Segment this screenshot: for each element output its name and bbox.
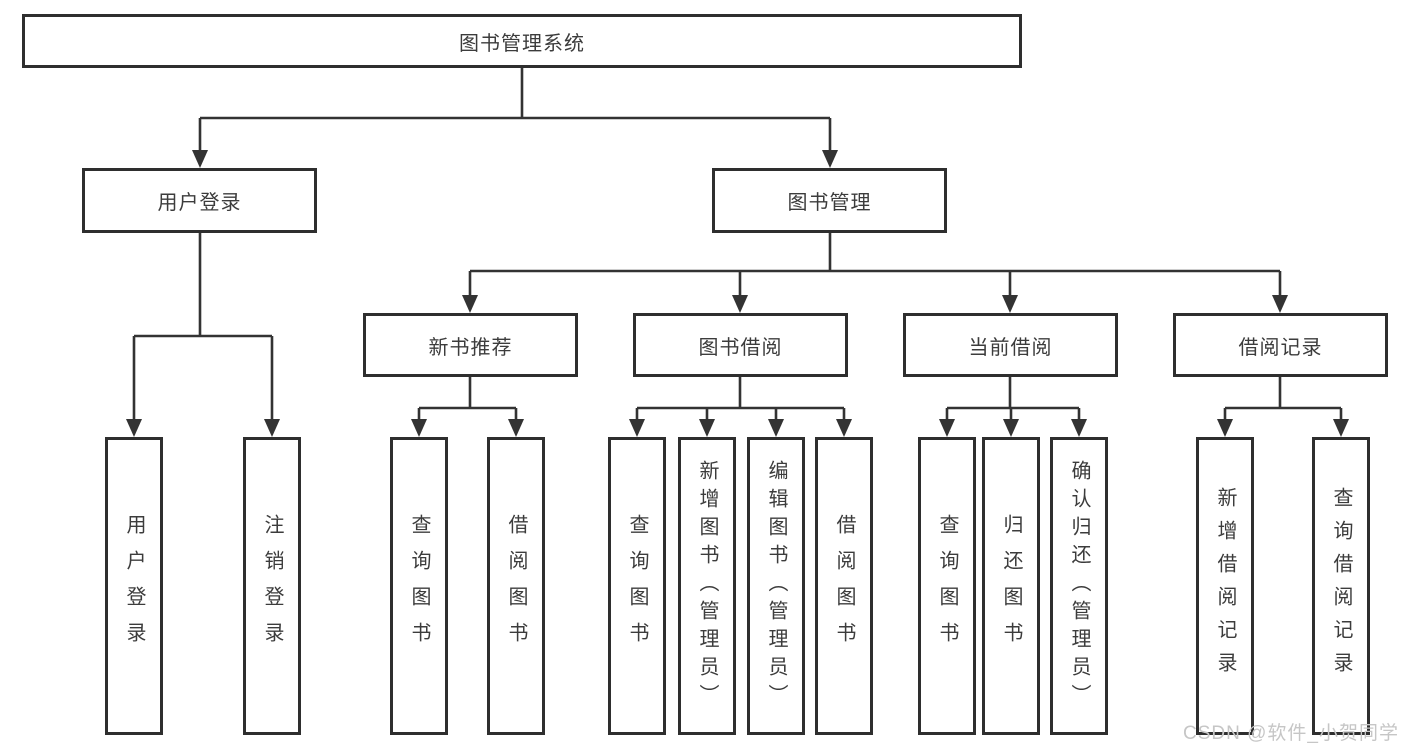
node-label: 借阅图书 xyxy=(833,514,855,658)
node-library-management-system: 图书管理系统 xyxy=(22,14,1022,68)
node-current-borrowing: 当前借阅 xyxy=(903,313,1118,377)
leaf-query-books-2: 查询图书 xyxy=(608,437,666,735)
node-label: 确认归还（管理员） xyxy=(1068,460,1090,712)
node-label: 查询图书 xyxy=(936,514,958,658)
arrow-down-icon xyxy=(1071,419,1087,437)
node-label: 图书管理系统 xyxy=(459,32,585,55)
arrow-down-icon xyxy=(1333,419,1349,437)
csdn-watermark: CSDN @软件_小贺同学 xyxy=(1183,723,1399,744)
node-label: 用户登录 xyxy=(123,514,145,658)
leaf-query-books-3: 查询图书 xyxy=(918,437,976,735)
node-label: 新增借阅记录 xyxy=(1214,487,1236,685)
arrow-down-icon xyxy=(822,150,838,168)
arrow-down-icon xyxy=(732,295,748,313)
node-label: 当前借阅 xyxy=(968,336,1053,359)
node-label: 用户登录 xyxy=(157,192,242,214)
node-label: 新书推荐 xyxy=(428,336,513,359)
node-label: 借阅图书 xyxy=(505,514,527,658)
arrow-down-icon xyxy=(192,150,208,168)
node-new-book-recommend: 新书推荐 xyxy=(363,313,578,377)
node-book-management: 图书管理 xyxy=(712,168,947,233)
arrow-down-icon xyxy=(699,419,715,437)
arrow-down-icon xyxy=(1003,419,1019,437)
leaf-query-books-1: 查询图书 xyxy=(390,437,448,735)
node-label: 查询借阅记录 xyxy=(1330,487,1352,685)
node-label: 图书借阅 xyxy=(698,336,783,359)
node-label: 借阅记录 xyxy=(1238,336,1323,359)
connector-segments xyxy=(132,68,1343,420)
arrow-down-icon xyxy=(1272,295,1288,313)
node-user-login: 用户登录 xyxy=(82,168,317,233)
node-label: 编辑图书（管理员） xyxy=(765,460,787,712)
node-label: 注销登录 xyxy=(261,514,283,658)
leaf-return-books: 归还图书 xyxy=(982,437,1040,735)
leaf-add-books-admin: 新增图书（管理员） xyxy=(678,437,736,735)
node-label: 查询图书 xyxy=(626,514,648,658)
leaf-borrow-books-1: 借阅图书 xyxy=(487,437,545,735)
leaf-logout: 注销登录 xyxy=(243,437,301,735)
leaf-borrow-books-2: 借阅图书 xyxy=(815,437,873,735)
node-label: 新增图书（管理员） xyxy=(696,460,718,712)
node-borrowing-records: 借阅记录 xyxy=(1173,313,1388,377)
node-label: 归还图书 xyxy=(1000,514,1022,658)
arrow-down-icon xyxy=(126,419,142,437)
arrow-down-icon xyxy=(508,419,524,437)
node-book-borrowing: 图书借阅 xyxy=(633,313,848,377)
arrow-down-icon xyxy=(768,419,784,437)
arrow-down-icon xyxy=(411,419,427,437)
arrow-down-icon xyxy=(462,295,478,313)
leaf-query-borrow-record: 查询借阅记录 xyxy=(1312,437,1370,735)
leaf-confirm-return-admin: 确认归还（管理员） xyxy=(1050,437,1108,735)
node-label: 图书管理 xyxy=(787,192,872,214)
arrow-down-icon xyxy=(1217,419,1233,437)
arrow-down-icon xyxy=(629,419,645,437)
arrowheads xyxy=(126,150,1349,437)
arrow-down-icon xyxy=(939,419,955,437)
arrow-down-icon xyxy=(836,419,852,437)
arrow-down-icon xyxy=(264,419,280,437)
node-label: 查询图书 xyxy=(408,514,430,658)
leaf-edit-books-admin: 编辑图书（管理员） xyxy=(747,437,805,735)
arrow-down-icon xyxy=(1002,295,1018,313)
leaf-user-login: 用户登录 xyxy=(105,437,163,735)
leaf-add-borrow-record: 新增借阅记录 xyxy=(1196,437,1254,735)
